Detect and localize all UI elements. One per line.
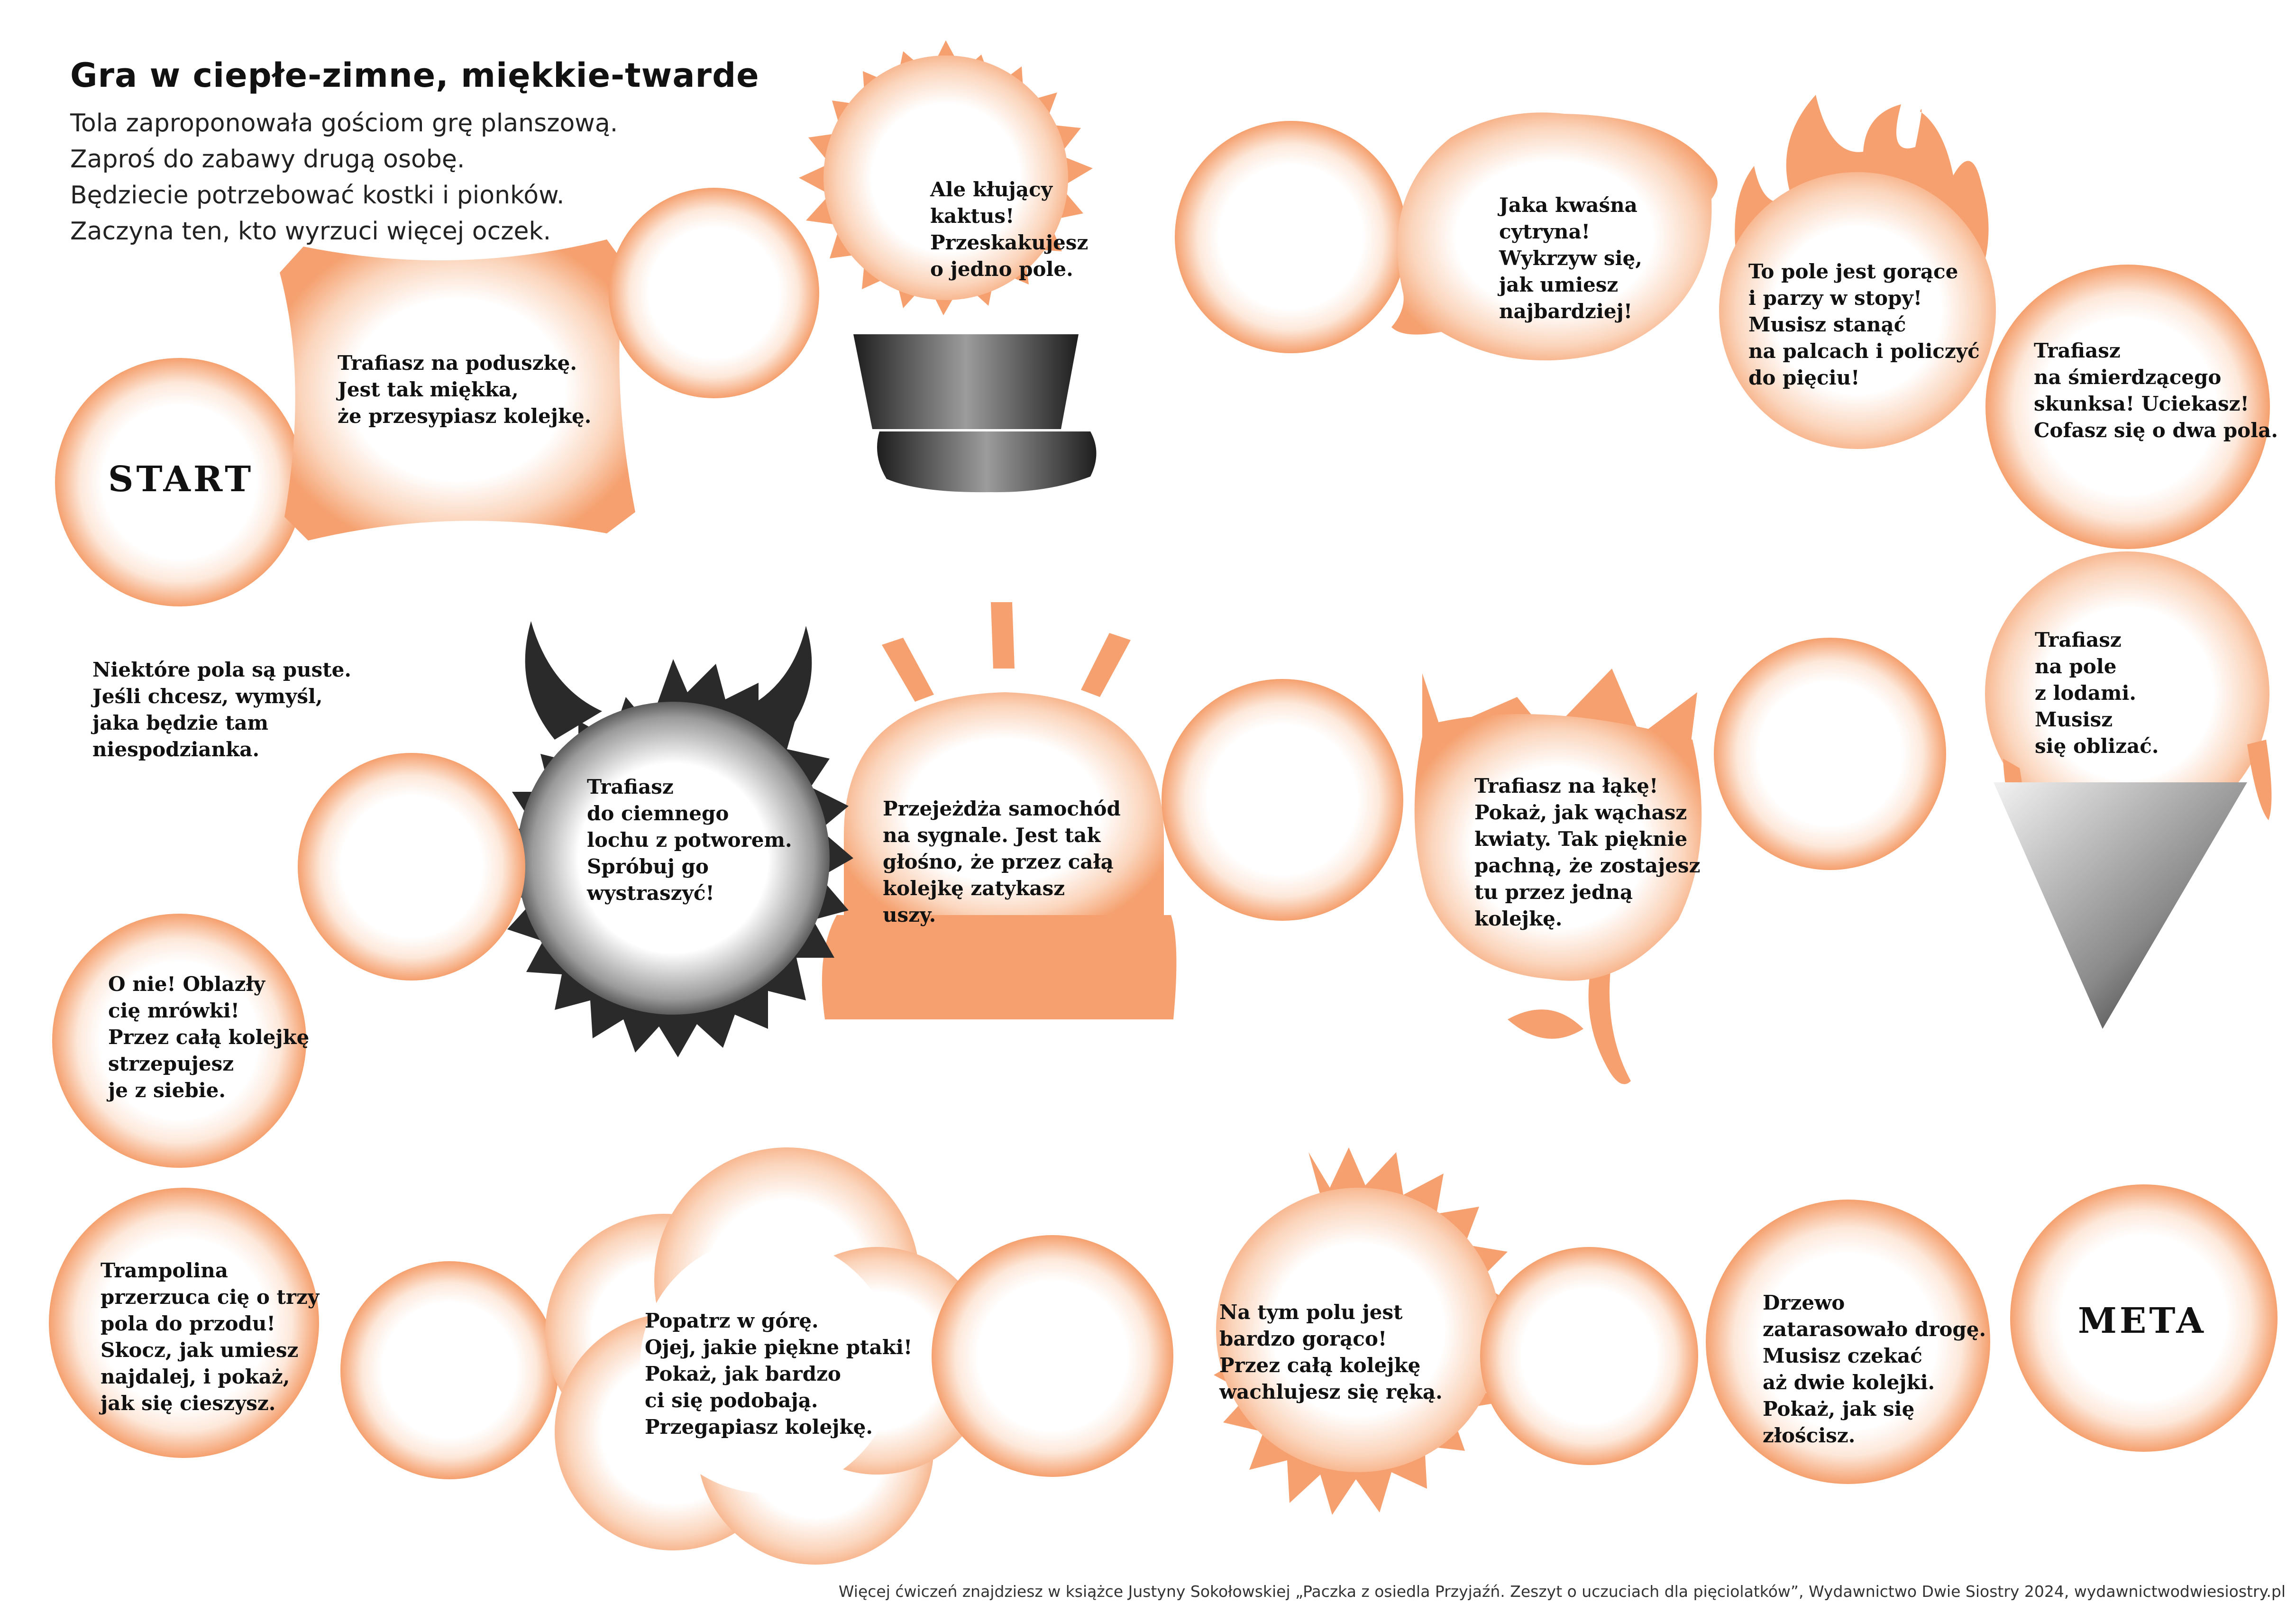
skunk-text: Trafiasz na śmierdzącego skunksa! Ucieka…	[2034, 339, 2278, 442]
trampoline-field[interactable]	[49, 1188, 319, 1458]
birds-text: Popatrz w górę. Ojej, jakie piękne ptaki…	[645, 1309, 913, 1439]
fire-text: To pole jest gorące i parzy w stopy! Mus…	[1748, 260, 1980, 389]
start-label: START	[108, 459, 254, 500]
siren-ray	[1081, 633, 1131, 697]
birds-field[interactable]	[545, 1147, 991, 1565]
instruction-line: Będziecie potrzebować kostki i pionków.	[70, 181, 565, 210]
ants-field[interactable]	[52, 914, 306, 1168]
ice-cream-drip	[2247, 740, 2272, 820]
meadow-text: Trafiasz na łąkę! Pokaż, jak wąchasz kwi…	[1474, 774, 1701, 930]
meta-label: META	[2078, 1301, 2206, 1341]
empty-field[interactable]	[1714, 638, 1946, 870]
intro: Gra w ciepłe-zimne, miękkie-twarde Tola …	[70, 56, 876, 249]
monster-field[interactable]	[495, 621, 853, 1057]
fire-field[interactable]	[1719, 95, 1996, 449]
flower-head	[1414, 714, 1702, 981]
meta-field[interactable]	[2010, 1184, 2278, 1452]
sun-text: Na tym polu jest bardzo gorąco! Przez ca…	[1219, 1301, 1443, 1403]
empty-field[interactable]	[1175, 121, 1407, 353]
meadow-field[interactable]	[1414, 669, 1702, 1084]
monster-horn	[525, 621, 602, 740]
siren-text: Przejeżdża samochód na sygnale. Jest tak…	[883, 797, 1121, 926]
tree-field[interactable]	[1706, 1200, 1990, 1484]
page-title: Gra w ciepłe-zimne, miękkie-twarde	[70, 56, 759, 95]
fire-body	[1719, 172, 1996, 449]
siren-ray	[991, 602, 1015, 669]
monster-text: Trafiasz do ciemnego lochu z potworem. S…	[587, 775, 792, 905]
lemon-text: Jaka kwaśna cytryna! Wykrzyw się, jak um…	[1499, 193, 1642, 323]
skunk-field[interactable]	[1985, 265, 2270, 549]
cactus-pot-rim	[877, 431, 1097, 493]
sun-body	[1216, 1188, 1500, 1472]
ice-cream-scoop	[1985, 551, 2269, 836]
siren-base	[822, 915, 1177, 1019]
ice-cream-text: Trafiasz na pole z lodami. Musisz się ob…	[2035, 628, 2159, 758]
empty-field[interactable]	[932, 1235, 1173, 1477]
siren-field[interactable]	[822, 602, 1177, 1019]
empty-field[interactable]	[340, 1261, 558, 1479]
footer-credits: Więcej ćwiczeń znajdziesz w książce Just…	[838, 1582, 2286, 1601]
sun-field[interactable]	[1214, 1147, 1515, 1515]
empty-field[interactable]	[609, 188, 819, 398]
ice-cream-field[interactable]	[1985, 551, 2272, 1029]
flower-stem	[1588, 958, 1631, 1084]
pillow-field[interactable]	[280, 239, 635, 541]
monster-body	[517, 702, 830, 1015]
flower-leaf	[1508, 1009, 1583, 1039]
instruction-line: Tola zaproponowała gościom grę planszową…	[70, 109, 618, 137]
instruction-line: Zaproś do zabawy drugą osobę.	[70, 145, 465, 174]
siren-dome	[844, 692, 1164, 929]
instruction-line: Zaczyna ten, kto wyrzuci więcej oczek.	[70, 217, 551, 246]
empty-fields-note: Niektóre pola są puste. Jeśli chcesz, wy…	[92, 658, 351, 761]
trampoline-text: Trampolina przerzuca cię o trzy pola do …	[101, 1259, 320, 1415]
empty-field[interactable]	[298, 753, 525, 981]
tree-text: Drzewo zatarasowało drogę. Musisz czekać…	[1763, 1291, 1986, 1447]
cactus-text: Ale kłujący kaktus! Przeskakujesz o jedn…	[930, 178, 1089, 281]
start-field[interactable]	[55, 358, 303, 606]
lemon-field[interactable]	[1391, 112, 1718, 361]
empty-field[interactable]	[1162, 679, 1403, 921]
ants-text: O nie! Oblazły cię mrówki! Przez całą ko…	[108, 972, 310, 1102]
cactus-body	[823, 55, 1068, 300]
pillow-text: Trafiasz na poduszkę. Jest tak miękka, ż…	[338, 351, 592, 428]
ice-cream-cone-icon	[1994, 782, 2247, 1029]
cactus-pot-icon	[853, 334, 1079, 429]
empty-field[interactable]	[1480, 1247, 1698, 1465]
siren-ray	[882, 638, 934, 702]
cactus-field[interactable]	[799, 40, 1097, 493]
cloud-center	[640, 1237, 896, 1494]
